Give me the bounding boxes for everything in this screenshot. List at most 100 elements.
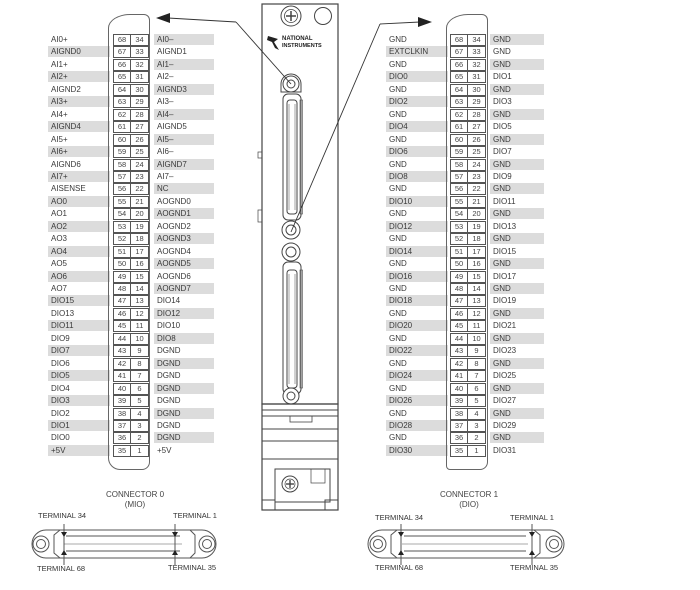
- left-signal-label: GND: [389, 284, 407, 293]
- right-signal-label: NC: [154, 183, 214, 195]
- pin-number: 52: [113, 233, 131, 246]
- pin-number: 11: [468, 320, 486, 333]
- pin-number: 61: [450, 121, 468, 134]
- left-signal-label: DIO14: [386, 245, 448, 257]
- left-signal-label: GND: [389, 259, 407, 269]
- pin-number: 57: [450, 170, 468, 183]
- left-signal-label: DIO6: [386, 146, 448, 158]
- right-signal-label: AOGND4: [157, 246, 191, 256]
- right-signal-label: AIGND1: [157, 47, 187, 57]
- right-signal-label: GND: [490, 208, 544, 220]
- pin-number: 23: [131, 170, 149, 183]
- connector1-caption: CONNECTOR 1 (DIO): [424, 490, 514, 510]
- pin-number: 19: [468, 220, 486, 233]
- pin-number: 60: [450, 133, 468, 146]
- connector0-caption: CONNECTOR 0 (MIO): [90, 490, 180, 510]
- right-signal-label: GND: [490, 332, 544, 344]
- left-signal-label: AO7: [51, 284, 68, 293]
- left-signal-label: AO2: [48, 220, 110, 232]
- left-signal-label: GND: [389, 109, 407, 119]
- left-signal-label: AI4+: [51, 109, 68, 119]
- left-signal-label: DIO28: [386, 419, 448, 431]
- right-signal-label: GND: [490, 283, 544, 294]
- pin-number: 11: [131, 320, 149, 333]
- pin-number: 50: [113, 258, 131, 271]
- left-signal-label: GND: [389, 383, 407, 393]
- right-signal-label: DIO25: [493, 371, 517, 381]
- right-signal-label: GND: [490, 233, 544, 245]
- pin-number: 20: [468, 208, 486, 221]
- left-signal-label: DIO26: [386, 395, 448, 407]
- pin-number: 6: [131, 382, 149, 395]
- logo-line1: NATIONAL: [282, 36, 313, 42]
- left-signal-label: AO5: [51, 259, 68, 269]
- pin-number: 59: [450, 146, 468, 159]
- pin-number: 31: [131, 71, 149, 84]
- right-signal-label: DIO19: [493, 296, 517, 306]
- pin-number: 44: [113, 332, 131, 345]
- c0-terminal-68: TERMINAL 68: [37, 564, 86, 573]
- pin-number: 62: [450, 108, 468, 121]
- right-signal-label: AOGND0: [157, 196, 191, 206]
- left-signal-label: AI0+: [51, 35, 68, 44]
- right-signal-label: GND: [490, 357, 544, 369]
- pin-number: 17: [131, 245, 149, 258]
- pin-number: 23: [468, 170, 486, 183]
- left-signal-label: AI3+: [48, 96, 110, 108]
- connector0-shell: [108, 14, 150, 470]
- pin-number: 47: [450, 295, 468, 308]
- right-signal-label: DIO5: [493, 122, 512, 132]
- pin-number: 55: [450, 195, 468, 208]
- pin-number: 41: [450, 370, 468, 383]
- left-signal-label: AIGND0: [48, 46, 110, 58]
- right-signal-label: AOGND2: [157, 221, 191, 231]
- right-signal-label: GND: [490, 258, 544, 270]
- right-signal-label: AI4–: [154, 108, 214, 120]
- pin-number: 33: [468, 46, 486, 59]
- right-signal-label: AOGND5: [154, 258, 214, 270]
- pin-number: 42: [113, 357, 131, 370]
- connector1-title: CONNECTOR 1: [439, 490, 499, 499]
- left-signal-label: GND: [389, 408, 407, 418]
- right-signal-label: DIO14: [157, 296, 181, 306]
- pin-number: 8: [131, 357, 149, 370]
- pin-number: 28: [131, 108, 149, 121]
- left-signal-label: +5V: [48, 444, 110, 456]
- left-signal-label: GND: [389, 159, 407, 169]
- left-signal-label: DIO11: [48, 320, 110, 332]
- right-signal-label: DIO21: [493, 321, 517, 331]
- right-signal-label: AI7–: [157, 171, 174, 181]
- pin-number: 9: [468, 345, 486, 358]
- pin-number: 3: [468, 419, 486, 432]
- left-signal-label: GND: [389, 134, 407, 144]
- left-signal-label: GND: [389, 333, 407, 343]
- left-signal-label: DIO9: [51, 333, 70, 343]
- pin-number: 6: [468, 382, 486, 395]
- pin-number: 10: [131, 332, 149, 345]
- pin-number: 14: [131, 283, 149, 295]
- pin-number: 31: [468, 71, 486, 84]
- left-signal-label: AO1: [51, 209, 68, 219]
- left-signal-label: DIO16: [386, 270, 448, 282]
- pin-number: 13: [468, 295, 486, 308]
- pin-number: 7: [468, 370, 486, 383]
- right-signal-label: AI6–: [157, 147, 174, 157]
- pin-number: 7: [131, 370, 149, 383]
- c1-terminal-1: TERMINAL 1: [510, 513, 554, 522]
- right-signal-label: DIO1: [493, 72, 512, 82]
